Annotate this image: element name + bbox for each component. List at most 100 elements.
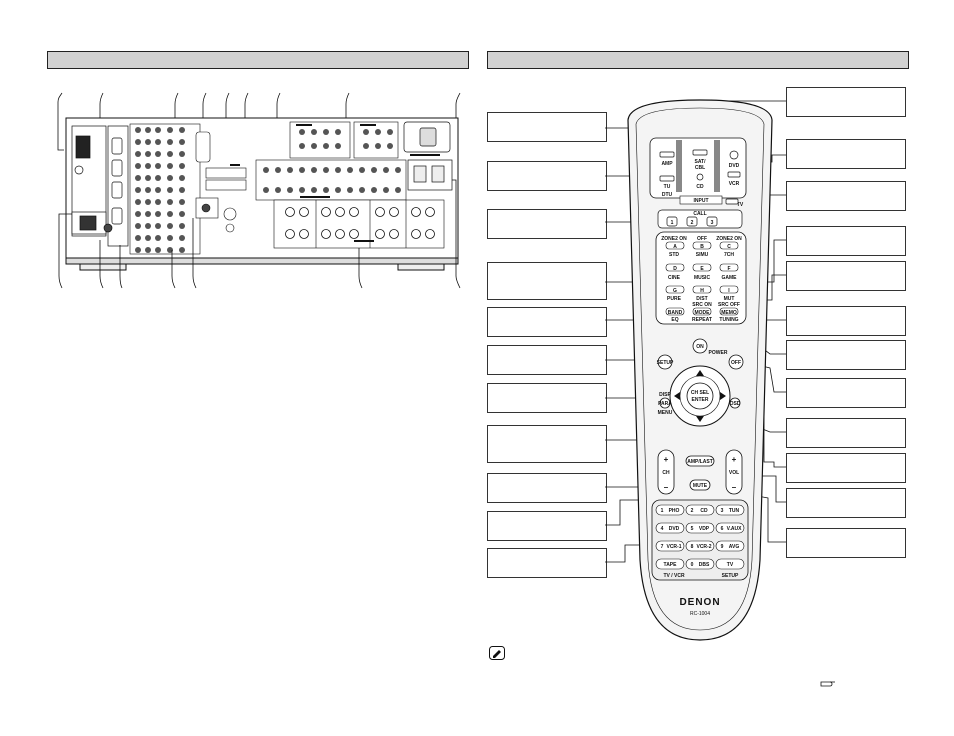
power-on-button[interactable] — [692, 338, 708, 354]
mode-label: MODE — [695, 310, 711, 316]
rear-panel-section-header — [47, 51, 469, 69]
num-key-7-label: VCR-1 — [666, 544, 681, 550]
power-on-label: ON — [696, 344, 704, 350]
dvd-button[interactable] — [729, 150, 739, 160]
tu-button[interactable] — [659, 175, 675, 182]
call-buttons: 1 2 3 — [666, 216, 718, 227]
num-key-0-number: 0 — [691, 562, 694, 568]
osd-button[interactable] — [729, 397, 741, 409]
row1-label-mid: OFF — [697, 236, 707, 242]
call-button-3-label: 3 — [711, 220, 714, 226]
up-arrow-icon[interactable] — [696, 370, 704, 376]
vcr-button[interactable] — [727, 171, 741, 178]
vol-label: VOL — [729, 470, 739, 476]
callout-box-10 — [487, 511, 607, 541]
ch-plus-icon: + — [664, 455, 669, 464]
satcbl-label: SAT/ — [694, 159, 706, 165]
enter-button[interactable] — [686, 382, 714, 410]
key-h[interactable] — [692, 285, 712, 294]
num-key-4-label: DVD — [669, 526, 680, 532]
key-a[interactable] — [665, 241, 685, 250]
cd-button[interactable] — [696, 173, 704, 181]
num-key-8[interactable] — [685, 540, 715, 552]
row4-label-mid: D/ST — [696, 296, 707, 302]
callout-box-2 — [487, 161, 607, 191]
tv-key[interactable] — [715, 558, 745, 570]
tv-button[interactable] — [725, 198, 739, 205]
amp-button[interactable] — [659, 151, 675, 158]
key-e[interactable] — [692, 263, 712, 272]
mode-button[interactable] — [692, 307, 712, 316]
num-key-1[interactable] — [655, 504, 685, 516]
key-f-label: F — [727, 266, 730, 272]
top-callout-leaders — [57, 92, 461, 170]
mute-button[interactable] — [689, 479, 711, 491]
key-g[interactable] — [665, 285, 685, 294]
call-button-3[interactable] — [706, 216, 718, 227]
callout-box-1 — [487, 112, 607, 142]
satcbl-button[interactable] — [692, 149, 708, 156]
key-c[interactable] — [719, 241, 739, 250]
num-key-6[interactable] — [715, 522, 745, 534]
input-label: INPUT — [694, 198, 709, 204]
call-button-2[interactable] — [686, 216, 698, 227]
num-key-5[interactable] — [685, 522, 715, 534]
callout-box-r1 — [786, 87, 906, 117]
num-key-3-label: TUN — [729, 508, 740, 514]
vol-plus-icon: + — [732, 455, 737, 464]
callout-box-r2 — [786, 139, 906, 169]
vol-rocker[interactable] — [725, 449, 743, 495]
num-key-2-label: CD — [700, 508, 708, 514]
power-off-button[interactable] — [728, 354, 744, 370]
key-f[interactable] — [719, 263, 739, 272]
amp-last-label: AMP/LAST — [687, 459, 713, 465]
setup-button[interactable] — [657, 354, 673, 370]
down-arrow-icon[interactable] — [696, 416, 704, 422]
setup-bottom-label: SETUP — [722, 573, 739, 579]
src-on-label: SRC ON — [692, 302, 712, 308]
tape-key[interactable] — [655, 558, 685, 570]
num-key-7[interactable] — [655, 540, 685, 552]
right-arrow-icon[interactable] — [720, 392, 726, 400]
call-button-1[interactable] — [666, 216, 678, 227]
tv-key-label: TV — [727, 562, 734, 568]
num-key-5-number: 5 — [691, 526, 694, 532]
callout-box-6 — [487, 345, 607, 375]
amp-last-button[interactable] — [685, 455, 715, 467]
num-key-4[interactable] — [655, 522, 685, 534]
num-key-3[interactable] — [715, 504, 745, 516]
key-h-label: H — [700, 288, 704, 294]
key-e-label: E — [700, 266, 704, 272]
memo-button[interactable] — [719, 307, 739, 316]
row1-label-right: ZONE2 ON — [716, 236, 742, 242]
callout-box-r6 — [786, 306, 906, 336]
vol-minus-icon: – — [732, 483, 737, 492]
repeat-label: REPEAT — [692, 317, 712, 323]
num-key-0[interactable] — [685, 558, 715, 570]
rear-panel-diagram — [57, 92, 461, 289]
num-key-0-label: DBS — [699, 562, 710, 568]
num-key-2[interactable] — [685, 504, 715, 516]
callout-box-7 — [487, 383, 607, 413]
mute-label: MUTE — [693, 483, 708, 489]
num-key-4-number: 4 — [661, 526, 664, 532]
band-button[interactable] — [665, 307, 685, 316]
ch-rocker[interactable] — [657, 449, 675, 495]
left-arrow-icon[interactable] — [674, 392, 680, 400]
tu-label: TU — [664, 184, 671, 190]
vcr-label: VCR — [729, 181, 740, 187]
row4-label-right: MUT — [724, 296, 735, 302]
remote-section-header — [487, 51, 909, 69]
dvd-label: DVD — [729, 163, 740, 169]
key-b[interactable] — [692, 241, 712, 250]
key-d[interactable] — [665, 263, 685, 272]
call-button-1-label: 1 — [671, 220, 674, 226]
para-button[interactable] — [659, 397, 671, 409]
tv-label: TV — [737, 202, 744, 208]
num-key-9-label: AVG — [729, 544, 740, 550]
key-i[interactable] — [719, 285, 739, 294]
num-key-9-number: 9 — [721, 544, 724, 550]
callout-box-r3 — [786, 181, 906, 211]
num-key-9[interactable] — [715, 540, 745, 552]
remote-model: RC-1004 — [689, 611, 710, 617]
